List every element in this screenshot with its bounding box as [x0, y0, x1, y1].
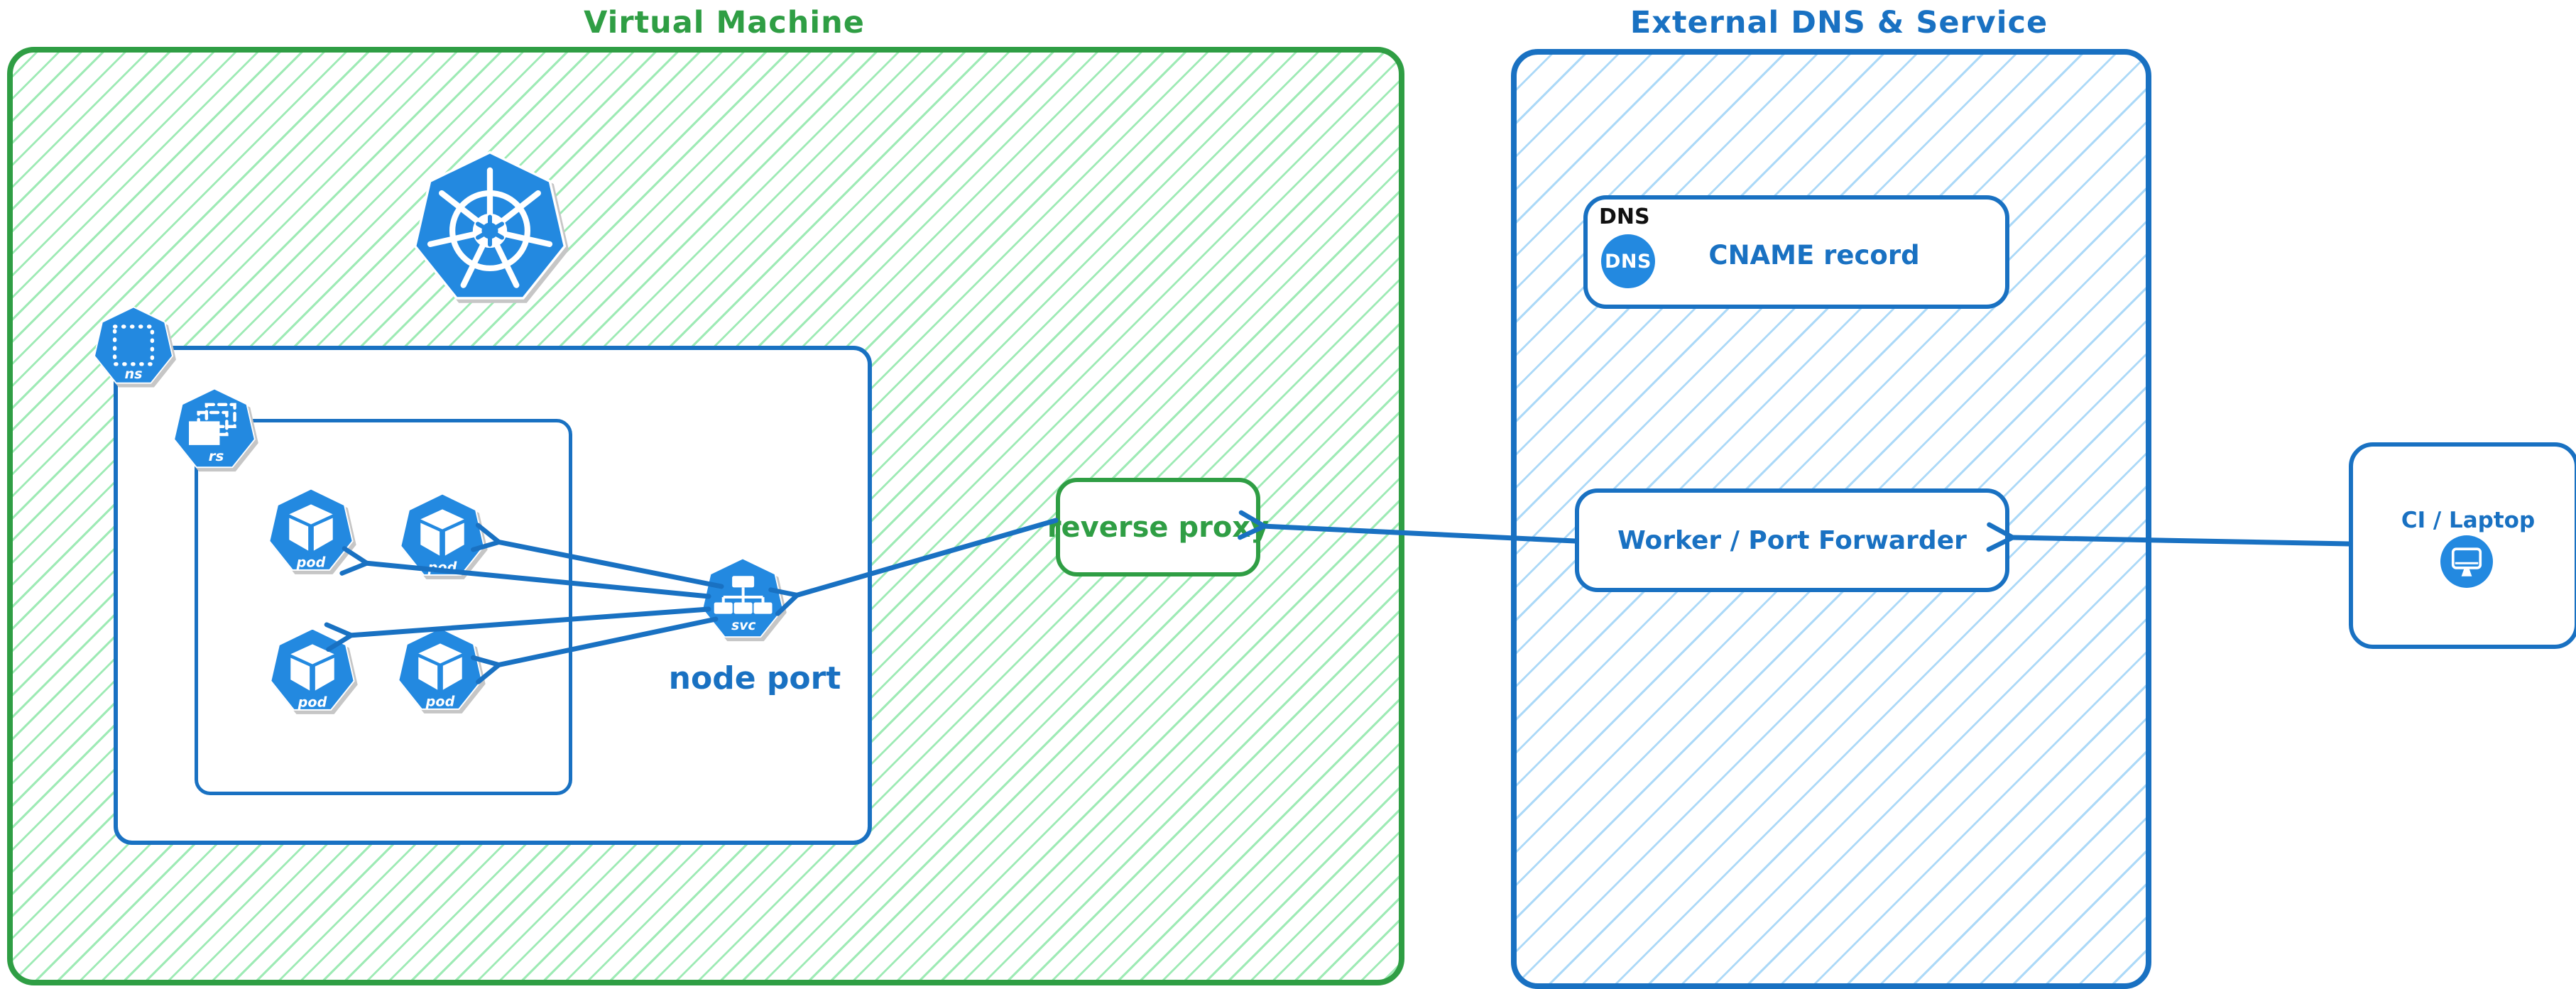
pod-icon-1: pod	[268, 488, 354, 571]
worker-port-forwarder-label: Worker / Port Forwarder	[1617, 525, 1967, 555]
external-dns-service-title: External DNS & Service	[1630, 5, 2048, 40]
reverse-proxy-label: reverse proxy	[1047, 510, 1270, 544]
namespace-icon: ns	[94, 306, 173, 384]
pod-icon-2: pod	[400, 493, 485, 576]
pod-badge-label: pod	[298, 694, 327, 711]
replicaset-badge-label: rs	[209, 448, 224, 464]
replicaset-box	[195, 419, 572, 795]
worker-port-forwarder-box: Worker / Port Forwarder	[1575, 488, 2009, 592]
dns-icon-text: DNS	[1605, 250, 1652, 273]
kubernetes-logo-icon	[413, 151, 567, 300]
dns-icon: DNS	[1601, 234, 1655, 288]
monitor-glyph	[2451, 547, 2482, 577]
virtual-machine-title: Virtual Machine	[584, 5, 865, 40]
node-port-caption: node port	[668, 660, 841, 696]
cname-record-label: CNAME record	[1708, 240, 1920, 271]
namespace-badge-label: ns	[124, 366, 142, 382]
dns-record-box	[1583, 195, 2009, 309]
pod-icon-4: pod	[398, 627, 483, 710]
service-badge-label: svc	[731, 618, 755, 633]
pod-badge-label: pod	[296, 554, 326, 571]
reverse-proxy-box: reverse proxy	[1047, 478, 1269, 577]
service-icon: svc	[702, 557, 784, 638]
pod-icon-3: pod	[270, 628, 355, 711]
laptop-monitor-icon	[2440, 535, 2493, 588]
pod-badge-label: pod	[425, 694, 455, 710]
ci-laptop-label: CI / Laptop	[2401, 508, 2536, 533]
replicaset-icon: rs	[173, 388, 256, 469]
dns-tag-label: DNS	[1599, 204, 1650, 229]
pod-badge-label: pod	[427, 559, 457, 576]
